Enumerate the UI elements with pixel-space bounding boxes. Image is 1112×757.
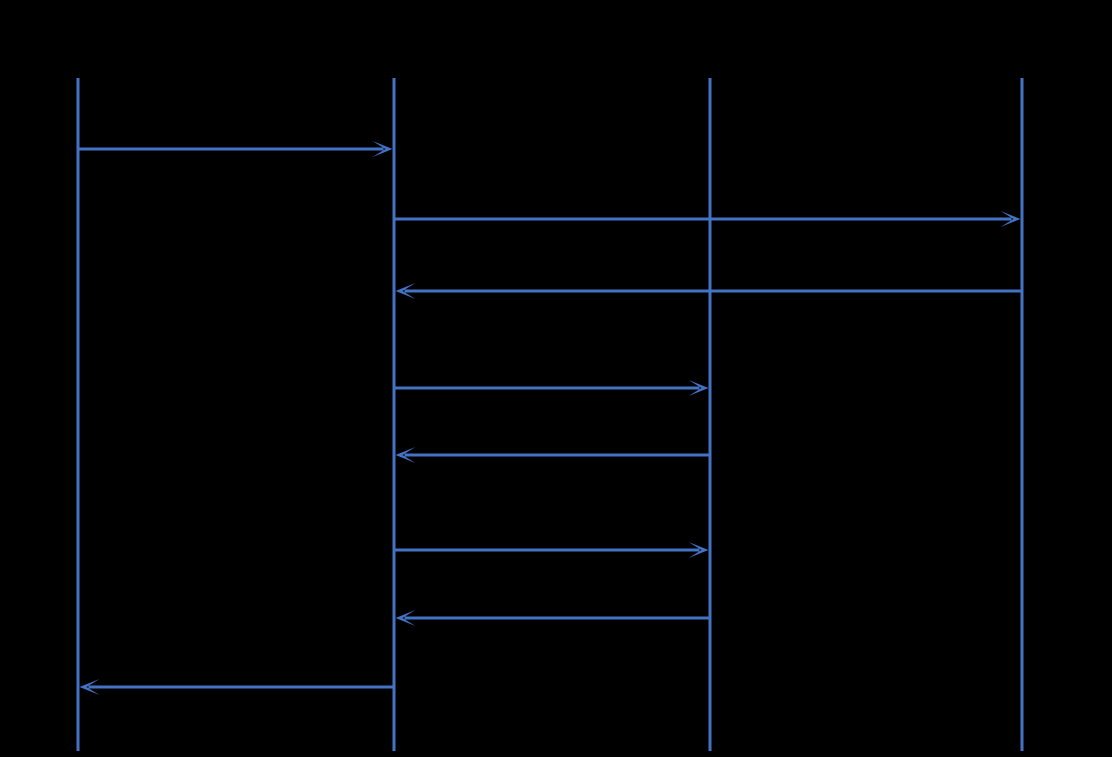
message-arrowhead [372, 141, 393, 157]
message-arrowhead [1000, 211, 1021, 227]
message-arrowhead [688, 380, 709, 396]
message-arrowhead [395, 283, 416, 299]
message-arrowhead [79, 679, 100, 695]
message-arrowhead [395, 447, 416, 463]
message-arrowhead [688, 542, 709, 558]
message-arrowhead [395, 610, 416, 626]
